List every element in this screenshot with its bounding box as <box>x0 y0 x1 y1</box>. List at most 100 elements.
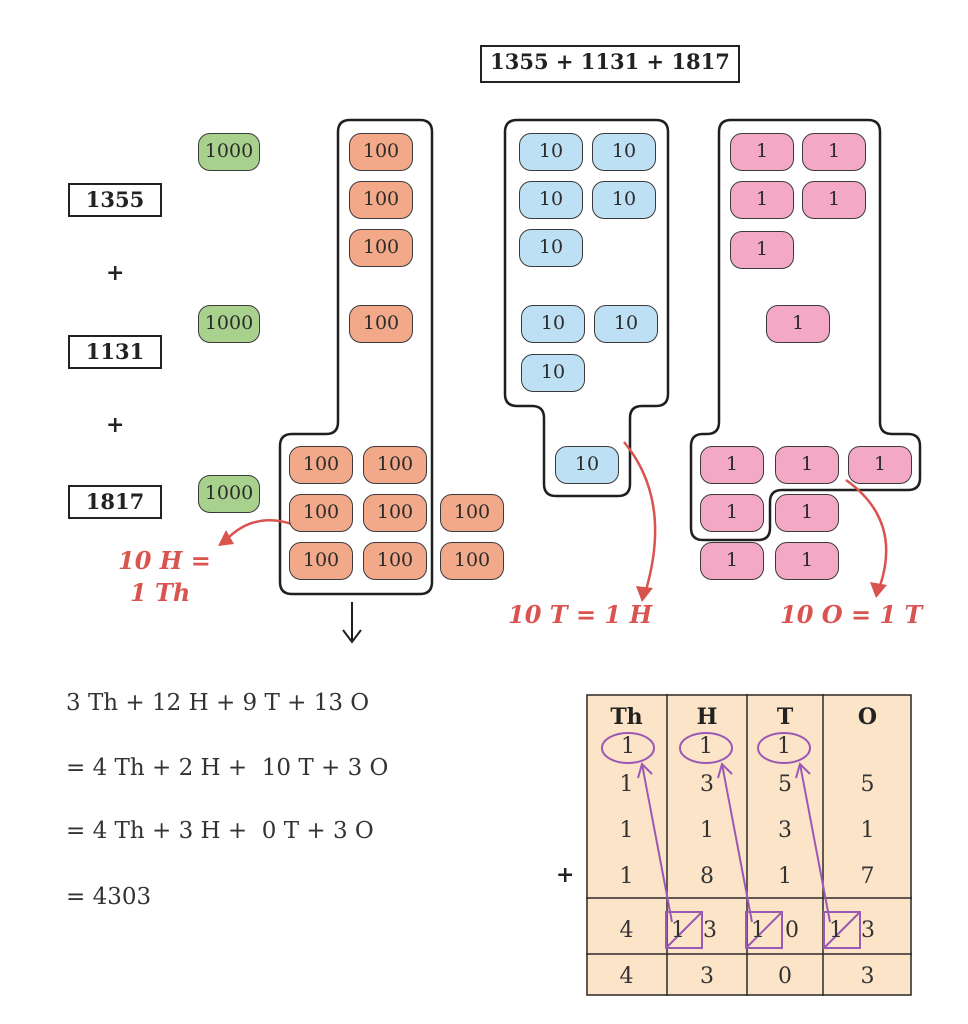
plus-sign-2: + <box>106 412 125 438</box>
ten-block: 10 <box>592 133 656 171</box>
hundred-block: 100 <box>363 446 427 484</box>
one-block: 1 <box>766 305 830 343</box>
sum-title: 1355 + 1131 + 1817 <box>480 45 740 83</box>
ten-block: 10 <box>519 181 583 219</box>
one-block: 1 <box>730 231 794 269</box>
header-hundreds: H <box>696 704 718 730</box>
hundred-block: 100 <box>349 305 413 343</box>
hundred-block: 100 <box>363 494 427 532</box>
row1-o: 5 <box>860 772 875 797</box>
hundreds-group-outline <box>278 118 434 596</box>
carry-oval <box>679 732 733 764</box>
carry-oval <box>601 732 655 764</box>
one-block: 1 <box>775 446 839 484</box>
tens-exchange-arrow <box>623 441 657 591</box>
ten-block: 10 <box>521 354 585 392</box>
hundreds-exchange-arrow <box>227 518 293 539</box>
hundred-block: 100 <box>440 542 504 580</box>
result-t: 0 <box>778 964 792 989</box>
carry-oval <box>757 732 811 764</box>
equation-line-2: = 4 Th + 2 H + 10 T + 3 O <box>66 755 389 781</box>
hundred-block: 100 <box>349 181 413 219</box>
carry-square <box>665 911 703 949</box>
plus-sign-1: + <box>106 260 125 286</box>
header-tens: T <box>776 704 794 730</box>
result-o: 3 <box>860 964 875 989</box>
row2-th: 1 <box>619 818 634 843</box>
row1-th: 1 <box>619 772 634 797</box>
ten-block: 10 <box>519 133 583 171</box>
one-block: 1 <box>802 181 866 219</box>
one-block: 1 <box>775 494 839 532</box>
row3-o: 7 <box>860 864 875 889</box>
hundred-block: 100 <box>289 542 353 580</box>
carry-thousands: 1 <box>621 734 635 759</box>
ten-block: 10 <box>594 305 658 343</box>
hundred-block: 100 <box>289 494 353 532</box>
partial-t-carry: 1 <box>751 918 765 943</box>
table-grid <box>586 694 912 996</box>
carry-hundreds: 1 <box>699 734 713 759</box>
partial-h: 3 <box>703 918 717 943</box>
carry-square <box>745 911 783 949</box>
header-ones: O <box>857 704 878 730</box>
hundreds-exchange-label-line2: 1 Th <box>130 578 191 607</box>
one-block: 1 <box>700 494 764 532</box>
ten-block: 10 <box>519 229 583 267</box>
tens-exchange-arrowhead <box>636 586 653 602</box>
hundred-block: 100 <box>349 133 413 171</box>
row3-t: 1 <box>778 864 792 889</box>
hundred-block: 100 <box>349 229 413 267</box>
hundred-block: 100 <box>363 542 427 580</box>
hundred-block: 100 <box>289 446 353 484</box>
row2-t: 3 <box>778 818 792 843</box>
carry-tens: 1 <box>777 734 791 759</box>
one-block: 1 <box>775 542 839 580</box>
table-plus-sign: + <box>556 862 575 888</box>
one-block: 1 <box>700 446 764 484</box>
down-arrow-head <box>342 629 362 644</box>
one-block: 1 <box>848 446 912 484</box>
partial-t: 0 <box>785 918 799 943</box>
ten-block: 10 <box>592 181 656 219</box>
hundreds-exchange-label-line1: 10 H = <box>118 546 211 575</box>
one-block: 1 <box>700 542 764 580</box>
addend-3: 1817 <box>68 485 162 519</box>
partial-h-carry: 1 <box>671 918 685 943</box>
row2-o: 1 <box>860 818 875 843</box>
ten-block: 10 <box>521 305 585 343</box>
partial-o-carry: 1 <box>829 918 843 943</box>
row3-h: 8 <box>700 864 714 889</box>
tens-exchange-label: 10 T = 1 H <box>508 600 653 629</box>
thousand-block: 1000 <box>198 133 260 171</box>
one-block: 1 <box>730 133 794 171</box>
hundred-block: 100 <box>440 494 504 532</box>
equation-line-4: = 4303 <box>66 884 152 910</box>
ones-exchange-arrow <box>845 478 888 587</box>
thousand-block: 1000 <box>198 305 260 343</box>
row3-th: 1 <box>619 864 634 889</box>
header-thousands: Th <box>610 704 643 730</box>
one-block: 1 <box>802 133 866 171</box>
ones-group-outline <box>689 118 922 542</box>
equation-line-1: 3 Th + 12 H + 9 T + 13 O <box>66 690 370 716</box>
thousand-block: 1000 <box>198 475 260 513</box>
one-block: 1 <box>730 181 794 219</box>
row1-t: 5 <box>778 772 792 797</box>
addend-1: 1355 <box>68 183 162 217</box>
place-value-table: Th H T O 1 1 1 1 3 5 5 1 1 3 1 1 8 1 7 4… <box>586 694 912 996</box>
result-h: 3 <box>700 964 714 989</box>
row1-h: 3 <box>700 772 714 797</box>
ones-exchange-arrowhead <box>870 582 887 598</box>
row2-h: 1 <box>700 818 714 843</box>
addend-2: 1131 <box>68 335 162 369</box>
hundreds-exchange-arrowhead <box>218 530 234 546</box>
carry-square <box>823 911 861 949</box>
partial-th: 4 <box>619 918 634 943</box>
result-th: 4 <box>619 964 634 989</box>
tens-group-outline <box>503 118 670 498</box>
ten-block: 10 <box>555 446 619 484</box>
ones-exchange-label: 10 O = 1 T <box>780 600 923 629</box>
equation-line-3: = 4 Th + 3 H + 0 T + 3 O <box>66 818 374 844</box>
